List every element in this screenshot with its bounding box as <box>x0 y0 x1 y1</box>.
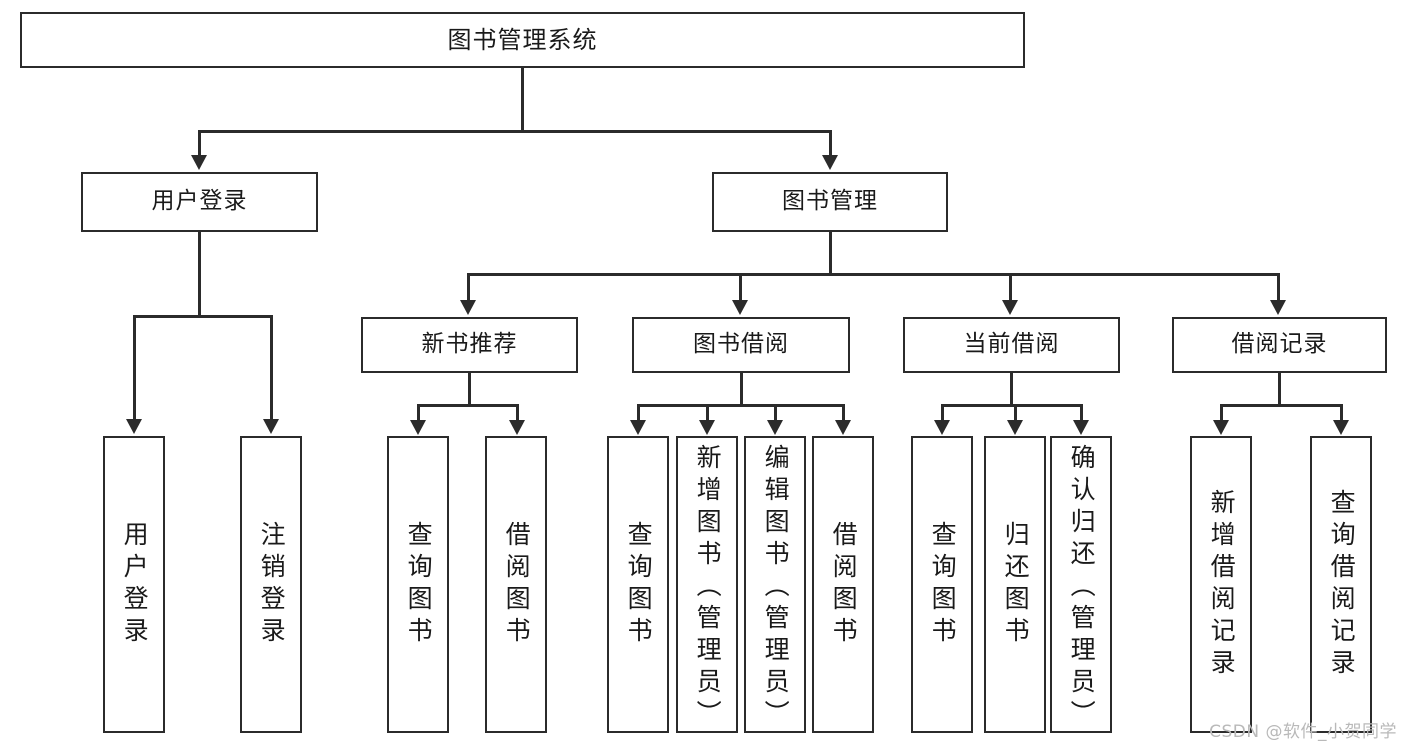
connector-nb-to-leaf1 <box>417 404 420 422</box>
node-leaf-query-borrow-record[interactable]: 查询借阅记录 <box>1310 436 1372 733</box>
arrow-nb-to-leaf2 <box>509 420 525 435</box>
node-leaf-user-login[interactable]: 用户登录 <box>103 436 165 733</box>
connector-root-bus <box>198 130 831 133</box>
arrow-root-to-book-management <box>822 155 838 170</box>
connector-cb-to-leaf3 <box>1080 404 1083 422</box>
node-level3-new-book-recommend[interactable]: 新书推荐 <box>361 317 578 373</box>
connector-book-management-bus <box>467 273 1279 276</box>
node-level3-current-borrow[interactable]: 当前借阅 <box>903 317 1120 373</box>
arrow-br-to-leaf2 <box>1333 420 1349 435</box>
node-leaf-logout[interactable]: 注销登录 <box>240 436 302 733</box>
arrow-nb-to-leaf1 <box>410 420 426 435</box>
connector-new-book-stem <box>468 373 471 406</box>
connector-cb-to-leaf2 <box>1014 404 1017 422</box>
connector-bb-to-leaf3 <box>774 404 777 422</box>
connector-root-to-user-login <box>198 130 201 156</box>
connector-bm-to-current-borrow <box>1009 273 1012 301</box>
arrow-bb-to-leaf4 <box>835 420 851 435</box>
connector-br-to-leaf1 <box>1220 404 1223 422</box>
node-leaf-borrow-book-recommend[interactable]: 借阅图书 <box>485 436 547 733</box>
connector-root-to-book-management <box>829 130 832 156</box>
arrow-bb-to-leaf1 <box>630 420 646 435</box>
node-leaf-query-book-current[interactable]: 查询图书 <box>911 436 973 733</box>
arrow-bb-to-leaf2 <box>699 420 715 435</box>
node-level2-user-login[interactable]: 用户登录 <box>81 172 318 232</box>
node-leaf-query-book-recommend[interactable]: 查询图书 <box>387 436 449 733</box>
connector-book-borrow-stem <box>740 373 743 406</box>
connector-book-borrow-bus <box>637 404 844 407</box>
arrow-user-login-to-leaf2 <box>263 419 279 434</box>
connector-borrow-record-bus <box>1220 404 1341 407</box>
connector-bm-to-book-borrow <box>739 273 742 301</box>
connector-nb-to-leaf2 <box>516 404 519 422</box>
connector-bb-to-leaf2 <box>706 404 709 422</box>
arrow-bm-to-current-borrow <box>1002 300 1018 315</box>
node-level3-book-borrow[interactable]: 图书借阅 <box>632 317 850 373</box>
connector-cb-to-leaf1 <box>941 404 944 422</box>
node-leaf-borrow-book[interactable]: 借阅图书 <box>812 436 874 733</box>
connector-user-login-bus <box>133 315 273 318</box>
connector-br-to-leaf2 <box>1340 404 1343 422</box>
connector-bb-to-leaf1 <box>637 404 640 422</box>
arrow-cb-to-leaf1 <box>934 420 950 435</box>
node-leaf-add-book-admin[interactable]: 新增图书（管理员） <box>676 436 738 733</box>
node-leaf-query-book-borrow[interactable]: 查询图书 <box>607 436 669 733</box>
arrow-bm-to-borrow-record <box>1270 300 1286 315</box>
arrow-bm-to-new-book <box>460 300 476 315</box>
node-leaf-edit-book-admin[interactable]: 编辑图书（管理员） <box>744 436 806 733</box>
node-level2-book-management[interactable]: 图书管理 <box>712 172 948 232</box>
connector-user-login-to-leaf1 <box>133 315 136 420</box>
connector-user-login-stem <box>198 232 201 317</box>
node-leaf-add-borrow-record[interactable]: 新增借阅记录 <box>1190 436 1252 733</box>
connector-borrow-record-stem <box>1278 373 1281 406</box>
connector-bb-to-leaf4 <box>842 404 845 422</box>
node-leaf-confirm-return-admin[interactable]: 确认归还（管理员） <box>1050 436 1112 733</box>
arrow-bm-to-book-borrow <box>732 300 748 315</box>
connector-book-management-stem <box>829 232 832 275</box>
connector-current-borrow-stem <box>1010 373 1013 406</box>
connector-current-borrow-bus <box>941 404 1081 407</box>
connector-user-login-to-leaf2 <box>270 315 273 420</box>
connector-bm-to-new-book <box>467 273 470 301</box>
arrow-br-to-leaf1 <box>1213 420 1229 435</box>
arrow-user-login-to-leaf1 <box>126 419 142 434</box>
arrow-cb-to-leaf3 <box>1073 420 1089 435</box>
arrow-cb-to-leaf2 <box>1007 420 1023 435</box>
connector-root-stem <box>521 68 524 131</box>
connector-bm-to-borrow-record <box>1277 273 1280 301</box>
node-leaf-return-book[interactable]: 归还图书 <box>984 436 1046 733</box>
arrow-root-to-user-login <box>191 155 207 170</box>
node-root[interactable]: 图书管理系统 <box>20 12 1025 68</box>
arrow-bb-to-leaf3 <box>767 420 783 435</box>
node-level3-borrow-record[interactable]: 借阅记录 <box>1172 317 1387 373</box>
connector-new-book-bus <box>417 404 518 407</box>
